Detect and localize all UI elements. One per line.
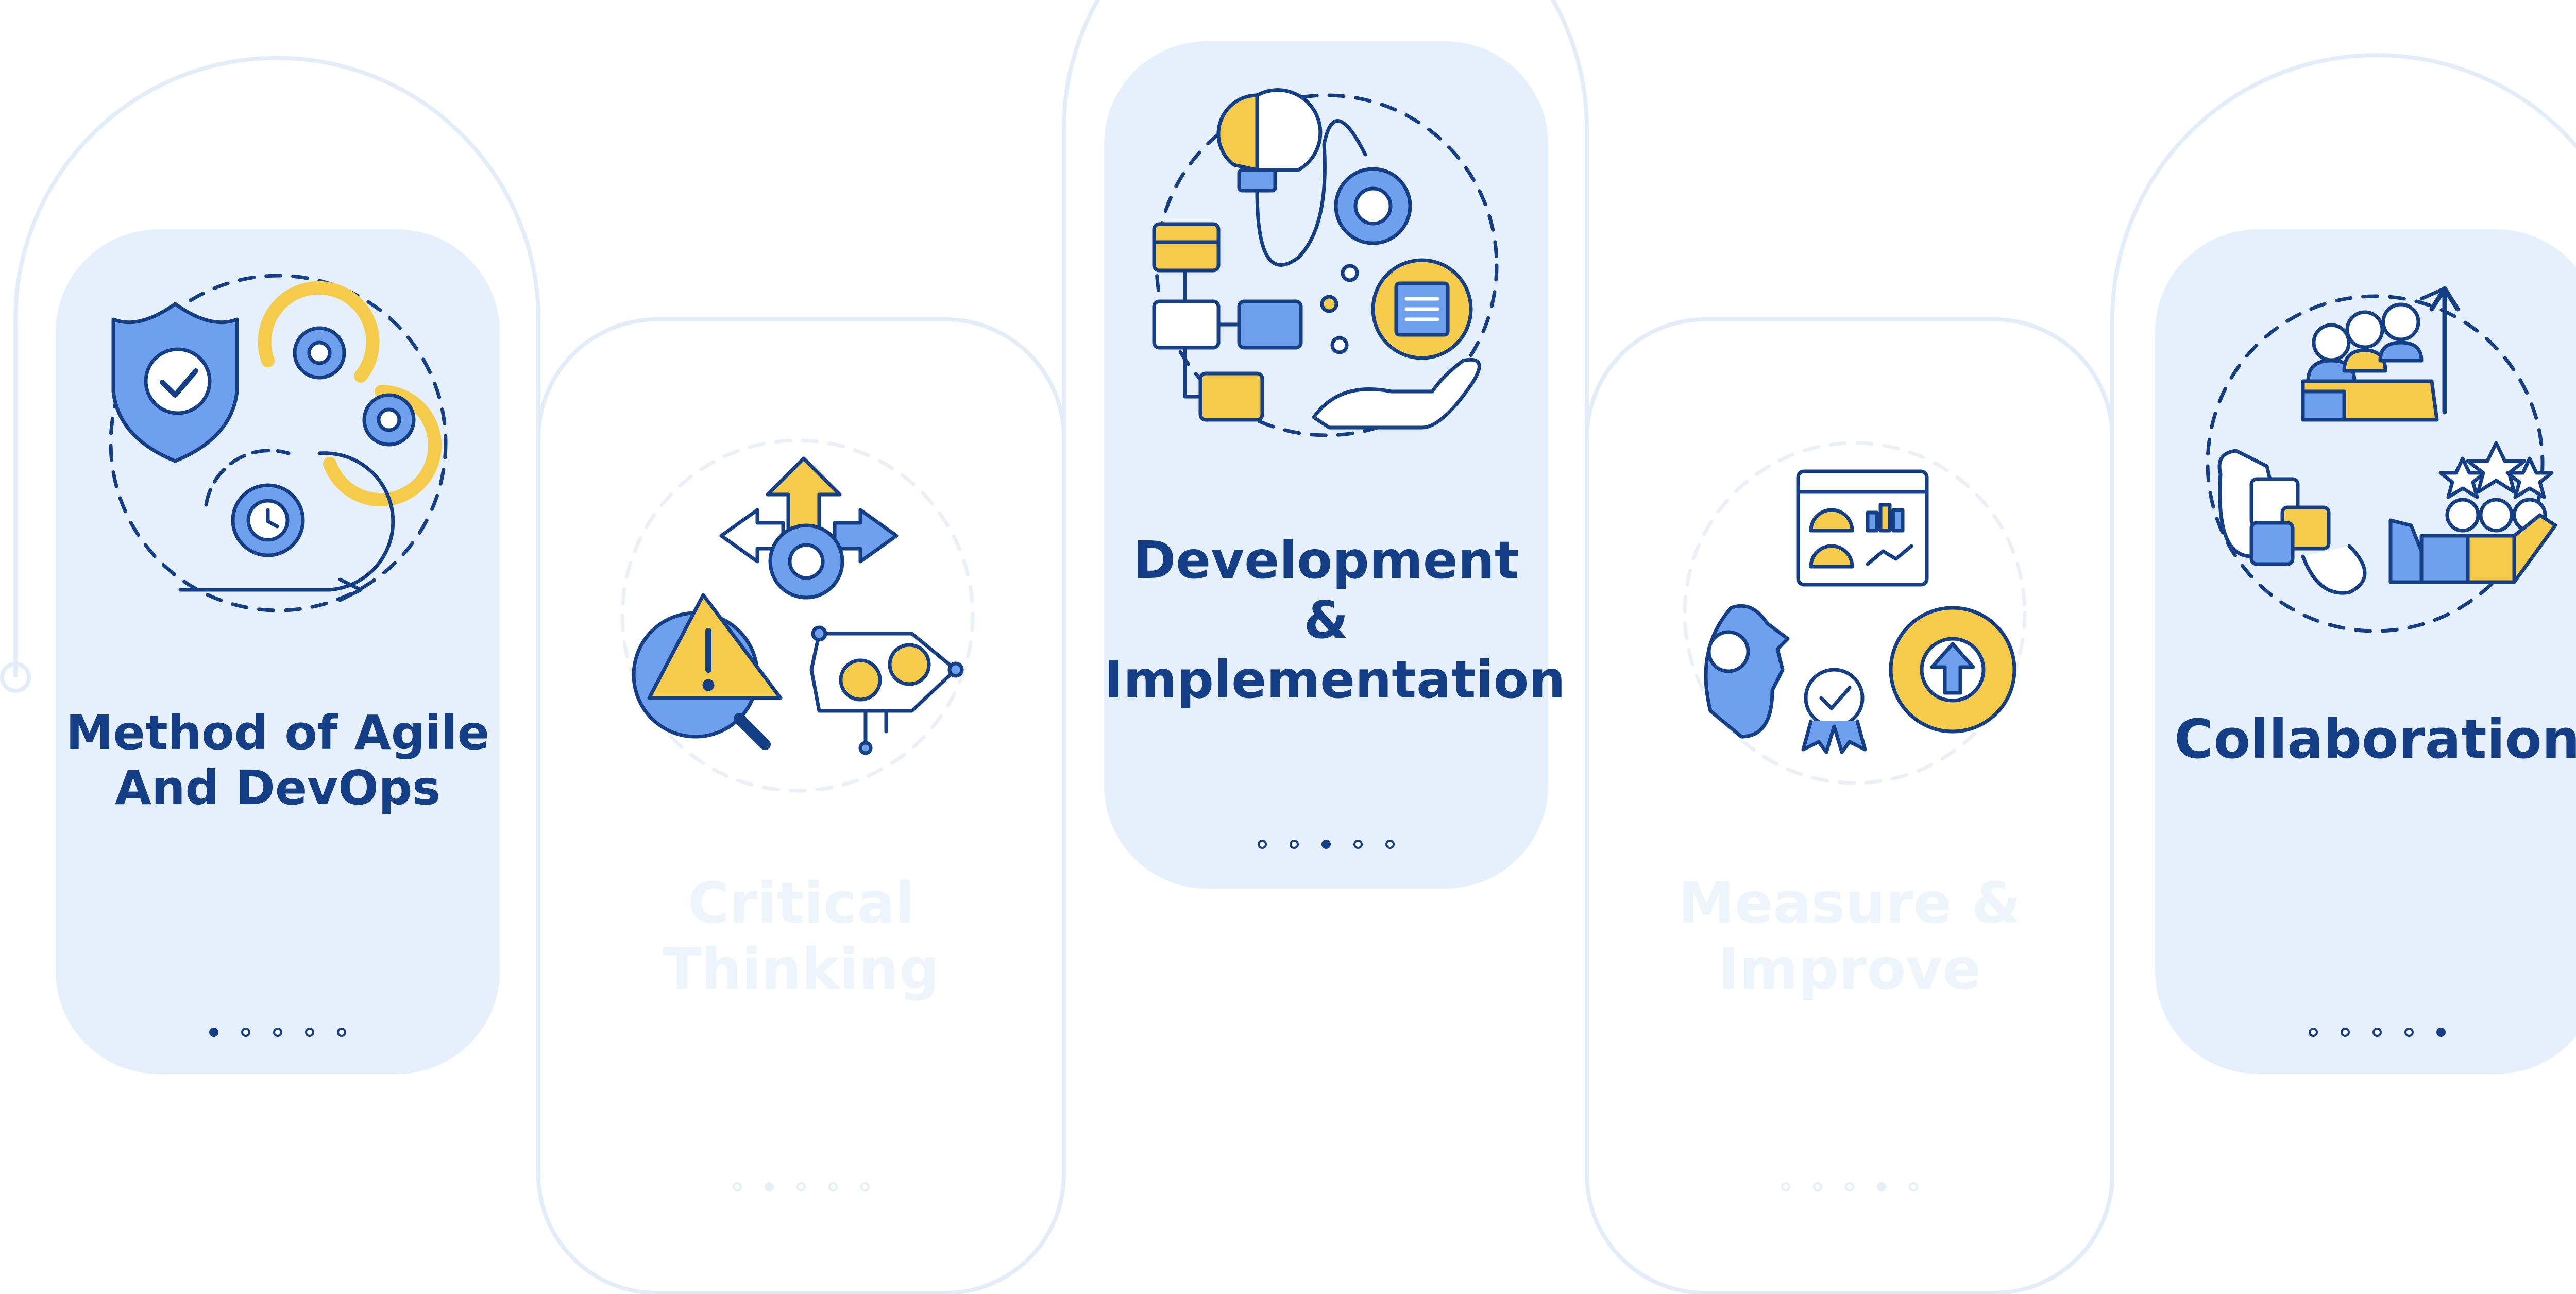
pagination-dot	[2341, 1028, 2350, 1037]
pagination-dot	[765, 1182, 774, 1191]
step4-label-line2: Improve	[1718, 935, 1981, 1002]
pagination-dot	[1290, 840, 1299, 849]
step1-label-line2: And DevOps	[114, 760, 441, 815]
pagination-dot	[2372, 1028, 2382, 1037]
step5-panel	[2155, 229, 2576, 1074]
pagination-dot	[337, 1028, 346, 1037]
step1-outline	[13, 56, 540, 677]
collaboration-icon	[2206, 286, 2557, 633]
pagination-dot	[828, 1182, 838, 1191]
critical-thinking-icon	[620, 438, 975, 793]
step3-label-line2: Implementation	[1104, 650, 1566, 710]
pagination-dot	[209, 1028, 218, 1037]
step2-pagination	[538, 1182, 1064, 1191]
pagination-dot	[1813, 1182, 1822, 1191]
step2-label-line1: Critical	[687, 870, 915, 936]
step5-outline	[2110, 53, 2576, 677]
step1-pagination	[56, 1028, 500, 1037]
pagination-dot	[860, 1182, 870, 1191]
pagination-dot	[1877, 1182, 1886, 1191]
pagination-dot	[2404, 1028, 2414, 1037]
step4-label: Measure & Improve	[1613, 870, 2087, 1002]
pagination-dot	[796, 1182, 806, 1191]
pagination-dot	[1909, 1182, 1918, 1191]
development-implementation-icon	[1152, 88, 1499, 437]
measure-improve-icon	[1683, 441, 2027, 785]
step4-label-line1: Measure &	[1678, 870, 2021, 936]
pagination-dot	[1353, 840, 1363, 849]
step3-outline	[1062, 0, 1589, 677]
pagination-dot	[1258, 840, 1267, 849]
step1-label-line1: Method of Agile	[65, 705, 490, 760]
pagination-dot	[733, 1182, 742, 1191]
step2-label: Critical Thinking	[564, 870, 1038, 1002]
pagination-dot	[1385, 840, 1395, 849]
pagination-dot	[305, 1028, 314, 1037]
pagination-dot	[2309, 1028, 2318, 1037]
step3-label-line1: Development &	[1133, 530, 1519, 650]
step3-label: Development & Implementation	[1104, 530, 1566, 710]
pagination-dot	[2436, 1028, 2446, 1037]
left-connector-node	[0, 662, 31, 693]
step3-pagination	[1104, 840, 1548, 849]
pagination-dot	[1845, 1182, 1854, 1191]
agile-devops-icon	[109, 274, 448, 612]
step2-label-line2: Thinking	[663, 935, 940, 1002]
step5-label: Collaboration	[2155, 708, 2576, 771]
step2-outline	[536, 317, 1066, 1294]
step5-pagination	[2155, 1028, 2576, 1037]
pagination-dot	[273, 1028, 282, 1037]
step5-label-line1: Collaboration	[2174, 708, 2576, 771]
step4-pagination	[1587, 1182, 2112, 1191]
pagination-dot	[241, 1028, 250, 1037]
pagination-dot	[1781, 1182, 1790, 1191]
pagination-dot	[1321, 840, 1331, 849]
step4-outline	[1585, 317, 2114, 1294]
step1-label: Method of Agile And DevOps	[56, 705, 500, 815]
